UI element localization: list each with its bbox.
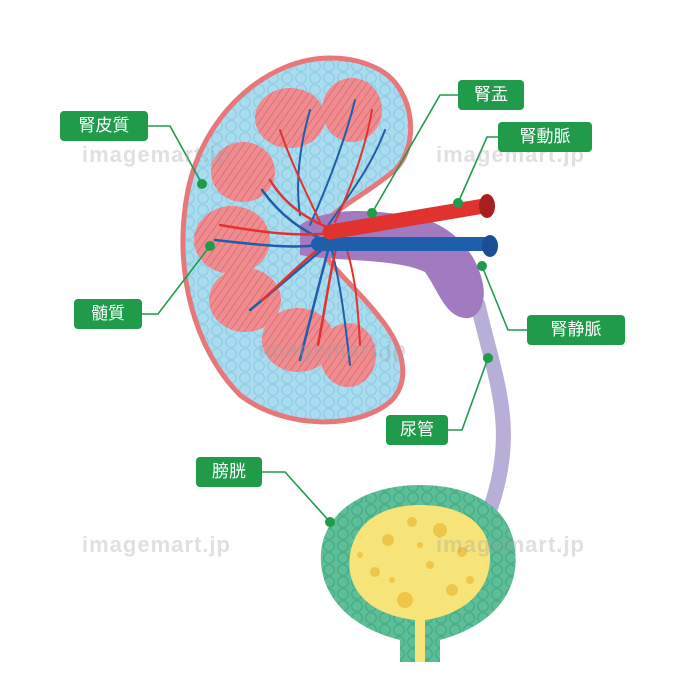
pyramid <box>211 142 275 202</box>
leader-renal-artery <box>457 136 498 204</box>
label-renal-artery: 腎動脈 <box>498 122 592 152</box>
leader-renal-cortex <box>148 125 203 185</box>
ureter <box>470 297 511 523</box>
bladder <box>320 485 516 662</box>
leader-ureter <box>448 357 489 431</box>
label-renal-cortex: 腎皮質 <box>60 111 148 141</box>
pyramid <box>209 268 281 332</box>
leader-bladder <box>262 471 331 523</box>
pyramid <box>262 308 334 372</box>
leader-lines <box>142 94 527 523</box>
leader-dots <box>197 179 493 527</box>
pyramid <box>255 88 325 148</box>
leader-renal-vein <box>481 265 527 331</box>
renal-artery <box>322 198 492 240</box>
bladder-spots <box>357 517 474 608</box>
watermark: imagemart.jp <box>258 337 407 362</box>
watermark: imagemart.jp <box>82 142 231 167</box>
pyramid <box>194 206 270 274</box>
leader-renal-pelvis <box>371 94 458 214</box>
renal-artery-end <box>479 194 495 218</box>
label-bladder: 膀胱 <box>196 457 262 487</box>
label-renal-vein: 腎静脈 <box>527 315 625 345</box>
renal-vein-end <box>482 235 498 257</box>
label-renal-medulla: 髄質 <box>74 299 142 329</box>
label-ureter: 尿管 <box>386 415 448 445</box>
leader-renal-medulla <box>142 245 211 315</box>
watermark: imagemart.jp <box>436 532 585 557</box>
watermark: imagemart.jp <box>82 532 231 557</box>
label-renal-pelvis: 腎盂 <box>458 80 524 110</box>
